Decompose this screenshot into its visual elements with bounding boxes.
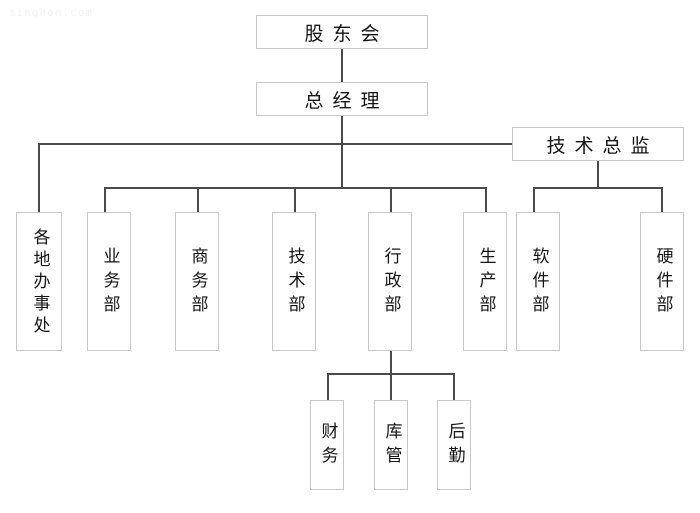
edge-to-finance	[327, 373, 329, 401]
node-shareholders[interactable]: 股东会	[256, 15, 428, 49]
node-local-offices[interactable]: 各地办事处	[16, 212, 62, 351]
node-admin-dept-label: 行政部	[380, 246, 401, 319]
edge-to-logistics	[453, 373, 455, 401]
node-local-offices-label: 各地办事处	[29, 227, 50, 338]
node-commerce-dept[interactable]: 商务部	[175, 212, 219, 351]
edge-to-technical-dept	[294, 187, 296, 212]
edge-technical-director-bus	[533, 187, 663, 189]
node-technical-director-label: 技术总监	[546, 134, 659, 157]
node-admin-dept[interactable]: 行政部	[368, 212, 412, 351]
node-warehouse[interactable]: 库管	[374, 400, 408, 490]
edge-to-business-dept	[104, 187, 106, 212]
watermark-text: singhon.com	[9, 6, 93, 19]
node-shareholders-label: 股东会	[304, 22, 389, 45]
edge-department-stem	[341, 143, 343, 188]
edge-to-production-dept	[485, 187, 487, 212]
edge-to-warehouse	[390, 373, 392, 401]
node-general-manager-label: 总经理	[304, 89, 389, 112]
edge-to-software-dept	[533, 187, 535, 212]
node-warehouse-label: 库管	[381, 422, 402, 470]
node-logistics-label: 后勤	[444, 422, 465, 470]
node-business-dept-label: 业务部	[99, 246, 120, 319]
node-technical-dept-label: 技术部	[284, 246, 305, 319]
node-general-manager[interactable]: 总经理	[256, 82, 428, 116]
edge-to-commerce-dept	[197, 187, 199, 212]
node-hardware-dept[interactable]: 硬件部	[640, 212, 684, 351]
node-technical-director[interactable]: 技术总监	[512, 127, 684, 161]
edge-shareholders-to-general-manager	[341, 48, 343, 82]
node-finance[interactable]: 财务	[310, 400, 344, 490]
node-finance-label: 财务	[317, 422, 338, 470]
edge-to-hardware-dept	[661, 187, 663, 212]
edge-general-manager-stem	[341, 115, 343, 145]
edge-technical-director-stem	[597, 160, 599, 188]
node-production-dept-label: 生产部	[475, 246, 496, 319]
node-hardware-dept-label: 硬件部	[652, 246, 673, 319]
edge-admin-dept-stem	[390, 350, 392, 375]
node-logistics[interactable]: 后勤	[437, 400, 471, 490]
node-production-dept[interactable]: 生产部	[463, 212, 507, 351]
node-software-dept[interactable]: 软件部	[516, 212, 560, 351]
node-software-dept-label: 软件部	[528, 246, 549, 319]
edge-to-admin-dept	[390, 187, 392, 212]
node-business-dept[interactable]: 业务部	[87, 212, 131, 351]
edge-main-bus	[39, 143, 513, 145]
node-technical-dept[interactable]: 技术部	[272, 212, 316, 351]
node-commerce-dept-label: 商务部	[187, 246, 208, 319]
edge-to-local-offices	[38, 143, 40, 212]
